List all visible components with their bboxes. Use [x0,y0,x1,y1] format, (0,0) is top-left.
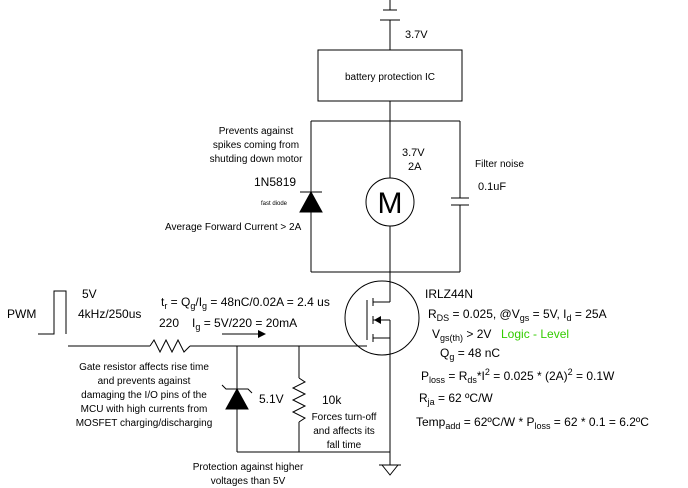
pwm-frequency: 4kHz/250us [78,307,141,321]
pwm-label: PWM [7,307,36,321]
motor-letter: M [378,187,403,220]
mosfet-symbol [344,280,420,356]
motor-voltage: 3.7V [402,147,425,159]
gate-resistor-note-5: MOSFET charging/discharging [76,418,213,429]
rise-time-equation: tr = Qg/Ig = 48nC/0.02A = 2.4 us [161,295,330,311]
flyback-diode-current-note: Average Forward Current > 2A [165,222,302,233]
mosfet-ploss-spec: Ploss = Rds*I2 = 0.025 * (2A)2 = 0.1W [421,367,615,385]
spike-note-line-3: shutding down motor [210,154,304,165]
mosfet-rja-spec: Rja = 62 ºC/W [419,391,493,407]
supply-symbol [380,0,400,50]
zener-note-2: voltages than 5V [211,476,286,487]
ground-arrow-icon [379,464,401,476]
mosfet-qg-spec: Qg = 48 nC [440,346,500,362]
pwm-voltage: 5V [82,287,97,301]
pulldown-note-2: and affects its [313,426,375,437]
flyback-diode [299,190,323,213]
pwm-waveform-icon [38,290,67,335]
gate-resistor-note-2: and prevents against [98,376,191,387]
filter-capacitor [451,197,469,206]
gate-current-equation: Ig = 5V/220 = 20mA [192,316,297,332]
mosfet-vth-spec: Vgs(th) > 2V [432,327,491,343]
filter-cap-note: Filter noise [475,159,524,170]
mosfet-temp-spec: Tempadd = 62ºC/W * Ploss = 62 * 0.1 = 6.… [416,415,649,431]
power-wires [310,101,461,465]
gate-resistor-value: 220 [159,316,179,330]
gate-resistor-note-4: MCU with high currents from [81,404,208,415]
pulldown-value: 10k [322,393,342,407]
motor-symbol [365,177,415,227]
gate-resistor-note-3: damaging the I/O pins of the [81,390,207,401]
zener-note-1: Protection against higher [193,462,304,473]
gate-wire [68,338,355,354]
mosfet-part: IRLZ44N [425,287,473,301]
motor-current: 2A [408,161,422,173]
spike-note-line-2: spikes coming from [213,140,299,151]
mosfet-logic-level: Logic - Level [501,327,569,341]
current-arrow-icon [222,330,266,338]
pulldown-note-3: fall time [327,440,362,451]
supply-voltage-label: 3.7V [405,29,428,41]
mosfet-rds-spec: RDS = 0.025, @Vgs = 5V, Id = 25A [428,307,607,323]
flyback-diode-part: 1N5819 [254,175,296,189]
battery-ic-label: battery protection IC [345,72,435,83]
gate-resistor-note-1: Gate resistor affects rise time [79,362,209,373]
flyback-diode-type: fast diode [261,201,288,207]
pulldown-resistor [291,346,307,452]
spike-note-line-1: Prevents against [219,126,294,137]
pulldown-note-1: Forces turn-off [312,412,377,423]
filter-cap-value: 0.1uF [478,181,506,193]
zener-voltage: 5.1V [259,392,284,406]
zener-diode [221,346,253,452]
